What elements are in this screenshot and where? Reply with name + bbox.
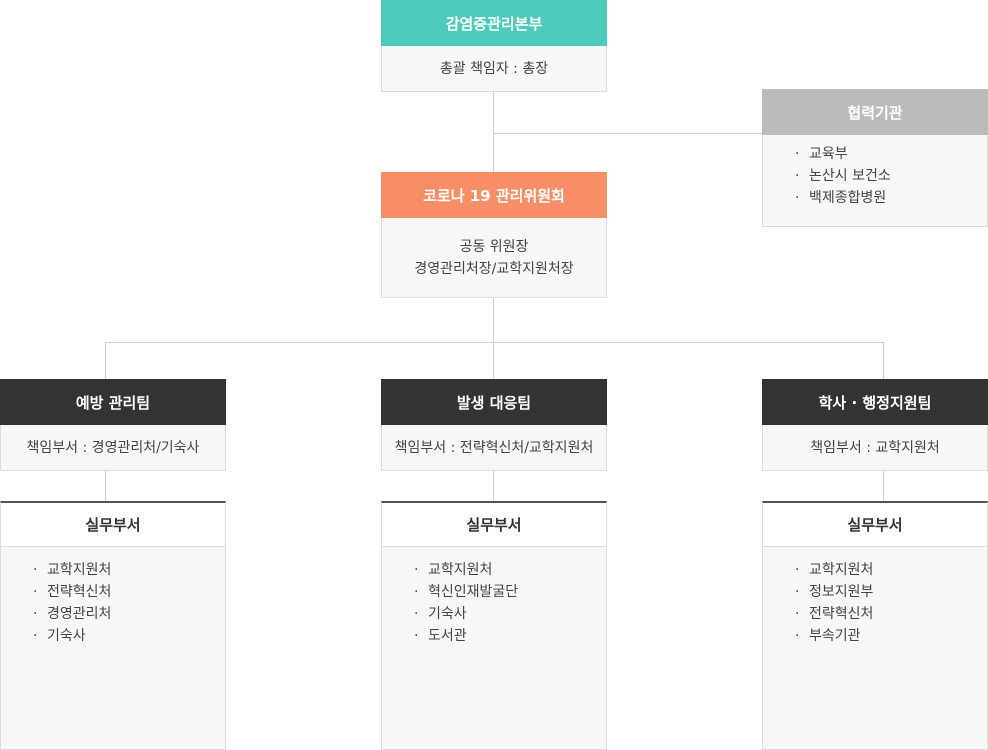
list-item: 도서관 xyxy=(414,625,606,647)
hq-body: 총괄 책임자 : 총장 xyxy=(381,46,607,92)
connector-team2-sub xyxy=(493,470,494,501)
sub-body-response: 교학지원처 혁신인재발굴단 기숙사 도서관 xyxy=(381,547,607,750)
team-dept-prevention: 책임부서 : 경영관리처/기숙사 xyxy=(0,425,226,471)
connector-teams-horizontal xyxy=(105,342,884,343)
list-item: 교학지원처 xyxy=(33,559,225,581)
sub-title-prevention: 실무부서 xyxy=(0,501,226,547)
sub-list-academic-admin: 교학지원처 정보지원부 전략혁신처 부속기관 xyxy=(795,559,987,647)
connector-partners xyxy=(493,133,762,134)
connector-team1-sub xyxy=(105,470,106,501)
partner-item: 백제종합병원 xyxy=(795,187,891,209)
committee-line2: 경영관리처장/교학지원처장 xyxy=(414,260,574,277)
list-item: 교학지원처 xyxy=(414,559,606,581)
sub-list-prevention: 교학지원처 전략혁신처 경영관리처 기숙사 xyxy=(33,559,225,647)
hq-sub: 총괄 책임자 : 총장 xyxy=(439,60,549,77)
team-dept-label: 책임부서 : 교학지원처 xyxy=(810,439,940,456)
partners-title: 협력기관 xyxy=(762,89,988,135)
list-item: 전략혁신처 xyxy=(33,581,225,603)
list-item: 기숙사 xyxy=(414,603,606,625)
list-item: 교학지원처 xyxy=(795,559,987,581)
sub-body-academic-admin: 교학지원처 정보지원부 전략혁신처 부속기관 xyxy=(762,547,988,750)
sub-body-prevention: 교학지원처 전략혁신처 경영관리처 기숙사 xyxy=(0,547,226,750)
partners-body: 교육부 논산시 보건소 백제종합병원 xyxy=(762,135,988,227)
committee-title: 코로나 19 관리위원회 xyxy=(381,172,607,218)
team-dept-response: 책임부서 : 전략혁신처/교학지원처 xyxy=(381,425,607,471)
partner-item: 논산시 보건소 xyxy=(795,165,891,187)
list-item: 전략혁신처 xyxy=(795,603,987,625)
list-item: 부속기관 xyxy=(795,625,987,647)
committee-body: 공동 위원장 경영관리처장/교학지원처장 xyxy=(381,218,607,298)
partners-list: 교육부 논산시 보건소 백제종합병원 xyxy=(795,143,891,209)
sub-title-response: 실무부서 xyxy=(381,501,607,547)
connector-committee-teams xyxy=(493,297,494,379)
list-item: 경영관리처 xyxy=(33,603,225,625)
list-item: 혁신인재발굴단 xyxy=(414,581,606,603)
partner-item: 교육부 xyxy=(795,143,891,165)
team-title-prevention: 예방 관리팀 xyxy=(0,379,226,425)
sub-title-academic-admin: 실무부서 xyxy=(762,501,988,547)
connector-team1 xyxy=(105,342,106,379)
team-dept-label: 책임부서 : 전략혁신처/교학지원처 xyxy=(394,439,594,456)
sub-list-response: 교학지원처 혁신인재발굴단 기숙사 도서관 xyxy=(414,559,606,647)
team-title-response: 발생 대응팀 xyxy=(381,379,607,425)
list-item: 기숙사 xyxy=(33,625,225,647)
team-title-academic-admin: 학사 · 행정지원팀 xyxy=(762,379,988,425)
connector-hq-committee xyxy=(493,91,494,172)
connector-team3-sub xyxy=(883,470,884,501)
list-item: 정보지원부 xyxy=(795,581,987,603)
hq-title: 감염증관리본부 xyxy=(381,0,607,46)
connector-team3 xyxy=(883,342,884,379)
team-dept-label: 책임부서 : 경영관리처/기숙사 xyxy=(26,439,200,456)
committee-line1: 공동 위원장 xyxy=(459,238,529,255)
team-dept-academic-admin: 책임부서 : 교학지원처 xyxy=(762,425,988,471)
